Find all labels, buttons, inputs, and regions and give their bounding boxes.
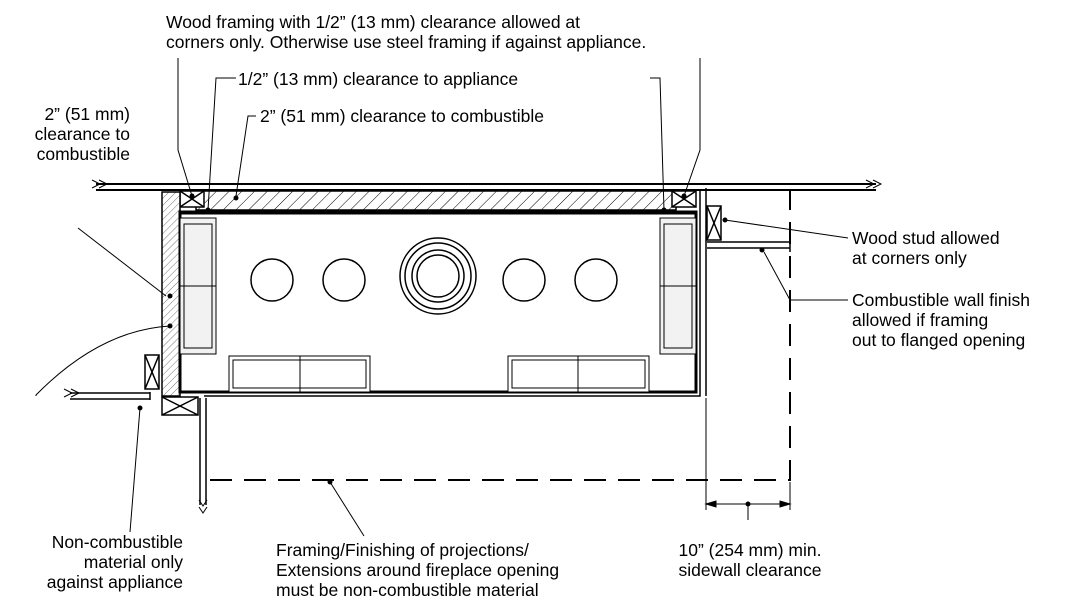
left-side-panels — [179, 217, 217, 355]
label-appliance-clearance: 1/2” (13 mm) clearance to appliance — [238, 69, 519, 89]
top-clearance-band — [195, 190, 677, 211]
right-side-panels — [659, 217, 697, 355]
corner-wood-framing-right — [671, 190, 697, 208]
label-non-combustible: Non-combustible material only against ap… — [46, 532, 183, 592]
left-corner-block — [161, 396, 199, 416]
flange-outline — [204, 188, 707, 397]
back-wall — [91, 179, 883, 191]
projection-dashed-outline — [210, 190, 791, 481]
leader-lines — [35, 58, 849, 537]
right-wood-stud — [706, 205, 722, 241]
label-combustible-clearance-left: 2” (51 mm) clearance to combustible — [34, 104, 130, 164]
left-wood-stud — [144, 354, 160, 390]
burner-holes — [250, 258, 618, 302]
label-combustible-clearance-top: 2” (51 mm) clearance to combustible — [260, 106, 544, 126]
label-sidewall: 10” (254 mm) min. sidewall clearance — [678, 540, 822, 580]
left-return-wall — [198, 398, 208, 514]
center-vent — [399, 237, 477, 315]
left-lower-wall — [63, 388, 151, 400]
corner-wood-framing-left — [179, 190, 205, 208]
bottom-panels — [228, 355, 650, 393]
leader-dots — [137, 193, 765, 485]
label-wood-stud: Wood stud allowed at corners only — [852, 228, 1000, 268]
label-projections: Framing/Finishing of projections/ Extens… — [276, 540, 560, 600]
label-wood-framing: Wood framing with 1/2” (13 mm) clearance… — [166, 12, 647, 52]
label-wall-finish: Combustible wall finish allowed if frami… — [852, 290, 1030, 350]
sidewall-dimension — [704, 398, 792, 520]
